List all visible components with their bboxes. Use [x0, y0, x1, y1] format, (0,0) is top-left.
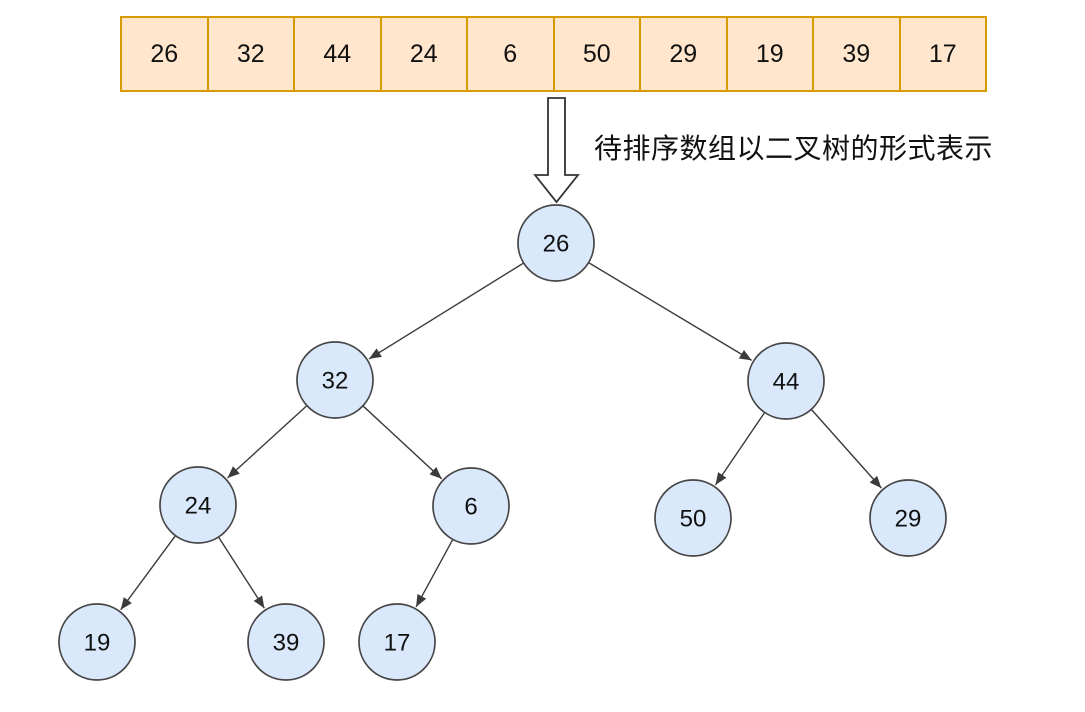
array-cell: 26	[150, 39, 179, 68]
tree-node-label-26: 26	[543, 230, 570, 257]
tree-node-label-24: 24	[185, 492, 212, 519]
tree-edges	[120, 261, 882, 611]
down-arrow-icon	[533, 97, 580, 204]
tree-node-50	[654, 479, 732, 557]
tree-edge-24-19	[120, 535, 177, 611]
tree-node-19	[58, 603, 136, 681]
tree-node-39	[247, 603, 325, 681]
tree-nodes: 26 32 44 24 6 50 29 19 39 17	[58, 204, 947, 681]
array-cell: 19	[725, 18, 813, 90]
array-cell: 32	[206, 18, 294, 90]
tree-edge-32-6	[362, 405, 443, 480]
array-cell: 39	[812, 18, 899, 90]
tree-node-6	[432, 467, 510, 545]
tree-node-26	[517, 204, 595, 282]
tree-edge-44-29	[810, 408, 882, 489]
tree-node-label-32: 32	[322, 367, 349, 394]
tree-edge-44-50	[714, 412, 766, 486]
array-row: 26 32 44 24 6 50 29 19 39 17	[120, 16, 987, 92]
tree-node-label-50: 50	[680, 505, 707, 532]
array-cell: 6	[466, 18, 553, 90]
tree-node-29	[869, 479, 947, 557]
tree-node-24	[159, 466, 237, 544]
tree-edge-26-32	[368, 262, 525, 360]
tree-node-label-6: 6	[464, 493, 477, 520]
tree-edge-24-39	[217, 536, 265, 609]
tree-node-label-44: 44	[773, 368, 800, 395]
tree-node-label-19: 19	[84, 629, 111, 656]
tree-node-44	[747, 342, 825, 420]
tree-edge-26-44	[588, 261, 753, 362]
tree-edge-32-24	[227, 405, 308, 479]
annotation-label: 待排序数组以二叉树的形式表示	[594, 133, 994, 164]
tree-node-17	[358, 603, 436, 681]
array-cell: 44	[293, 18, 380, 90]
array-cell: 24	[379, 18, 467, 90]
tree-node-label-17: 17	[384, 629, 411, 656]
tree-node-label-39: 39	[273, 629, 300, 656]
array-cell: 29	[639, 18, 726, 90]
array-cell: 17	[898, 18, 986, 90]
tree-node-label-29: 29	[895, 505, 922, 532]
array-cell: 50	[552, 18, 640, 90]
tree-edge-6-17	[415, 539, 454, 608]
tree-node-32	[296, 341, 374, 419]
